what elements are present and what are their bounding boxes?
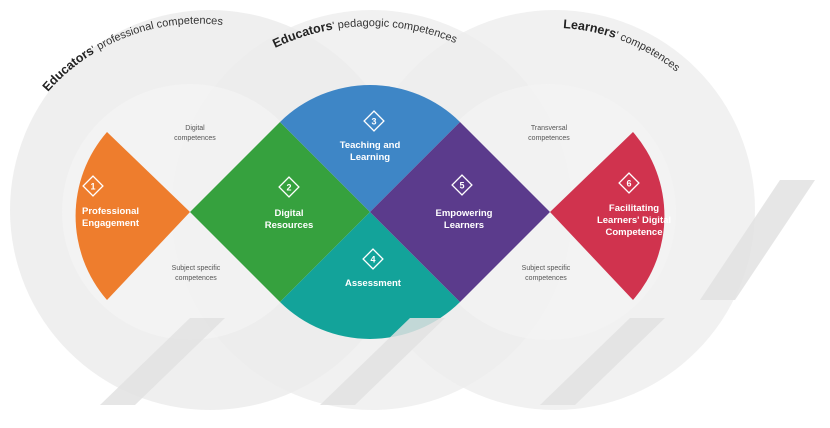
area-4-number: 4: [362, 248, 384, 270]
area-6-label-line2: Learners' Digital: [597, 215, 671, 226]
subject-specific-left-line1: Subject specific: [172, 265, 221, 272]
subject-specific-right-line2: competences: [525, 275, 567, 282]
area-3-teaching-learning: [280, 85, 460, 212]
transversal-line2: competences: [528, 135, 570, 142]
subject-specific-right-line1: Subject specific: [522, 265, 571, 272]
area-1-professional-engagement: [75, 132, 190, 300]
area-5-label-line1: Empowering: [435, 208, 492, 219]
transversal-line1: Transversal: [531, 125, 568, 132]
area-2-label-line1: Digital: [274, 208, 303, 219]
subject-specific-left-line2: competences: [175, 275, 217, 282]
svg-text:5: 5: [459, 181, 464, 191]
area-6-label-line1: Facilitating: [609, 203, 659, 214]
area-2-label-line2: Resources: [265, 220, 314, 231]
area-3-label-line1: Teaching and: [340, 140, 401, 151]
area-3-label-line2: Learning: [350, 152, 390, 163]
digital-competences-line1: Digital: [185, 125, 205, 132]
area-5-label-line2: Learners: [444, 220, 484, 231]
area-6-label-line3: Competence: [605, 227, 662, 238]
svg-text:4: 4: [370, 255, 375, 265]
area-2-number: 2: [278, 176, 300, 198]
area-3-number: 3: [363, 110, 385, 132]
area-1-label-line2: Engagement: [82, 218, 140, 229]
watermark: [100, 180, 815, 405]
area-5-number: 5: [451, 174, 473, 196]
svg-text:2: 2: [286, 183, 291, 193]
svg-text:1: 1: [90, 182, 95, 192]
digital-competences-line2: competences: [174, 135, 216, 142]
area-6-facilitating: [550, 132, 665, 300]
area-4-label: Assessment: [345, 278, 402, 289]
area-6-number: 6: [618, 172, 640, 194]
area-1-label-line1: Professional: [82, 206, 139, 217]
area-1-number: 1: [82, 175, 104, 197]
svg-text:3: 3: [371, 117, 376, 127]
svg-text:6: 6: [626, 179, 631, 189]
area-4-assessment: [280, 212, 460, 339]
area-5-empowering-learners: [370, 122, 550, 302]
